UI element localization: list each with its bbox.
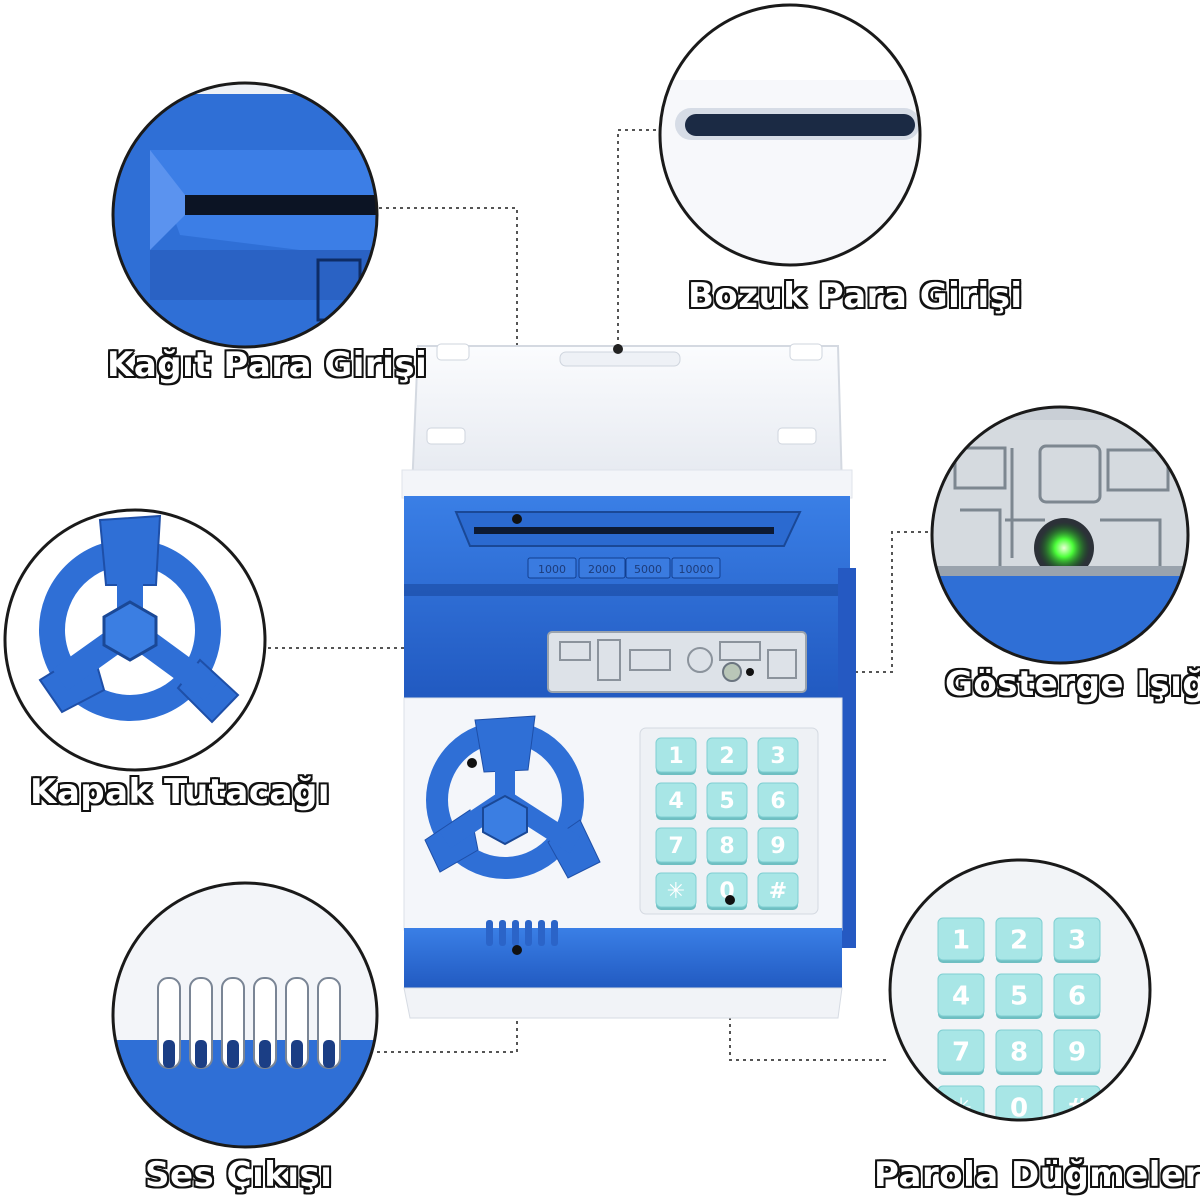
zoom-speaker xyxy=(111,881,379,1149)
zoom-key-label: 3 xyxy=(1068,925,1086,955)
zoom-key xyxy=(995,973,1043,1017)
denomination-3: 5000 xyxy=(634,563,662,576)
zoom-key xyxy=(1053,973,1101,1017)
label-coin-slot: Bozuk Para Girişi xyxy=(687,275,1023,317)
zoom-key-label: 7 xyxy=(952,1037,970,1067)
zoom-key xyxy=(995,1085,1043,1120)
denomination-1: 1000 xyxy=(538,563,566,576)
body-key xyxy=(655,872,697,908)
denomination-2: 2000 xyxy=(588,563,616,576)
label-speaker: Ses Çıkışı xyxy=(144,1154,333,1196)
body-key-label: 6 xyxy=(770,789,785,814)
body-key-label: 8 xyxy=(719,834,734,859)
zoom-key-label: 0 xyxy=(1010,1093,1028,1123)
handle-on-body xyxy=(424,715,601,879)
body-key xyxy=(706,737,748,773)
body-key xyxy=(706,827,748,863)
zoom-key-label: 1 xyxy=(952,925,970,955)
speaker-grille xyxy=(486,920,558,946)
leader-coin-slot xyxy=(617,129,660,347)
zoom-key xyxy=(937,973,985,1017)
leader-speaker xyxy=(377,948,518,1053)
zoom-key xyxy=(1053,917,1101,961)
zoom-handle xyxy=(3,508,267,772)
zoom-key xyxy=(937,917,985,961)
body-key-label: 3 xyxy=(770,744,785,769)
leader-keypad xyxy=(729,898,888,1061)
body-key xyxy=(706,872,748,908)
zoom-key-label: 6 xyxy=(1068,981,1086,1011)
body-key xyxy=(757,872,799,908)
zoom-key xyxy=(1053,1029,1101,1073)
zoom-coin-slot xyxy=(658,3,922,267)
body-key-label: # xyxy=(769,879,787,904)
zoom-key-label: 2 xyxy=(1010,925,1028,955)
body-key-label: 1 xyxy=(668,744,683,769)
body-key xyxy=(757,782,799,818)
body-key-label: 9 xyxy=(770,834,785,859)
label-handle: Kapak Tutacağı xyxy=(29,771,330,813)
body-key xyxy=(655,827,697,863)
body-key xyxy=(757,737,799,773)
body-key-label: ✳ xyxy=(667,879,685,904)
label-indicator: Gösterge Işığı xyxy=(944,663,1200,705)
body-key xyxy=(655,737,697,773)
zoom-key xyxy=(937,1029,985,1073)
body-key-label: 7 xyxy=(668,834,683,859)
body-key-label: 2 xyxy=(719,744,734,769)
label-keypad: Parola Düğmeleri xyxy=(873,1154,1200,1196)
body-key xyxy=(655,782,697,818)
zoom-indicator xyxy=(930,405,1190,665)
body-key xyxy=(706,782,748,818)
body-key-label: 5 xyxy=(719,789,734,814)
body-key xyxy=(757,827,799,863)
zoom-key xyxy=(995,917,1043,961)
body-key-label: 4 xyxy=(668,789,683,814)
safe-body: 1000 2000 5000 10000 xyxy=(401,343,856,1019)
zoom-key xyxy=(995,1029,1043,1073)
denomination-4: 10000 xyxy=(679,563,714,576)
denomination-labels: 1000 2000 5000 10000 xyxy=(527,557,721,579)
zoom-key-label: 4 xyxy=(952,981,970,1011)
zoom-key-label: 9 xyxy=(1068,1037,1086,1067)
zoom-bill-slot xyxy=(111,81,379,349)
zoom-key-label: 8 xyxy=(1010,1037,1028,1067)
label-bill-slot: Kağıt Para Girişi xyxy=(106,344,428,386)
zoom-key-label: 5 xyxy=(1010,981,1028,1011)
